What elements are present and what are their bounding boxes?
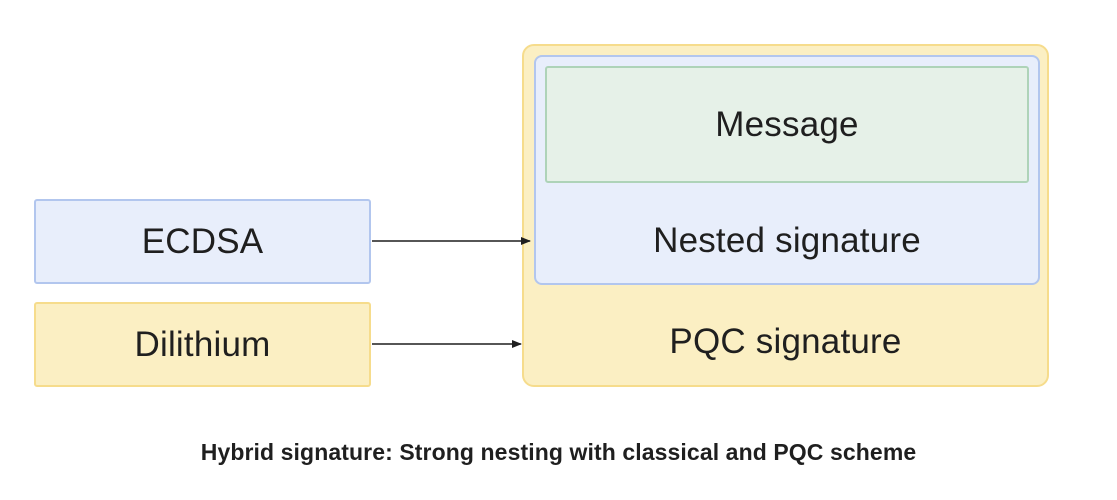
dilithium-label: Dilithium xyxy=(134,324,271,364)
pqc-signature-label: PQC signature xyxy=(669,322,902,361)
ecdsa-label: ECDSA xyxy=(141,221,264,261)
ecdsa-box: ECDSA xyxy=(34,199,371,284)
dilithium-box: Dilithium xyxy=(34,302,371,387)
nested-signature-label: Nested signature xyxy=(653,221,921,260)
message-box: Message xyxy=(545,66,1029,183)
nested-signature-box: Message Nested signature xyxy=(534,55,1040,285)
message-label: Message xyxy=(715,104,859,144)
diagram-caption: Hybrid signature: Strong nesting with cl… xyxy=(200,439,917,465)
pqc-signature-box: Message Nested signature PQC signature xyxy=(522,44,1049,387)
